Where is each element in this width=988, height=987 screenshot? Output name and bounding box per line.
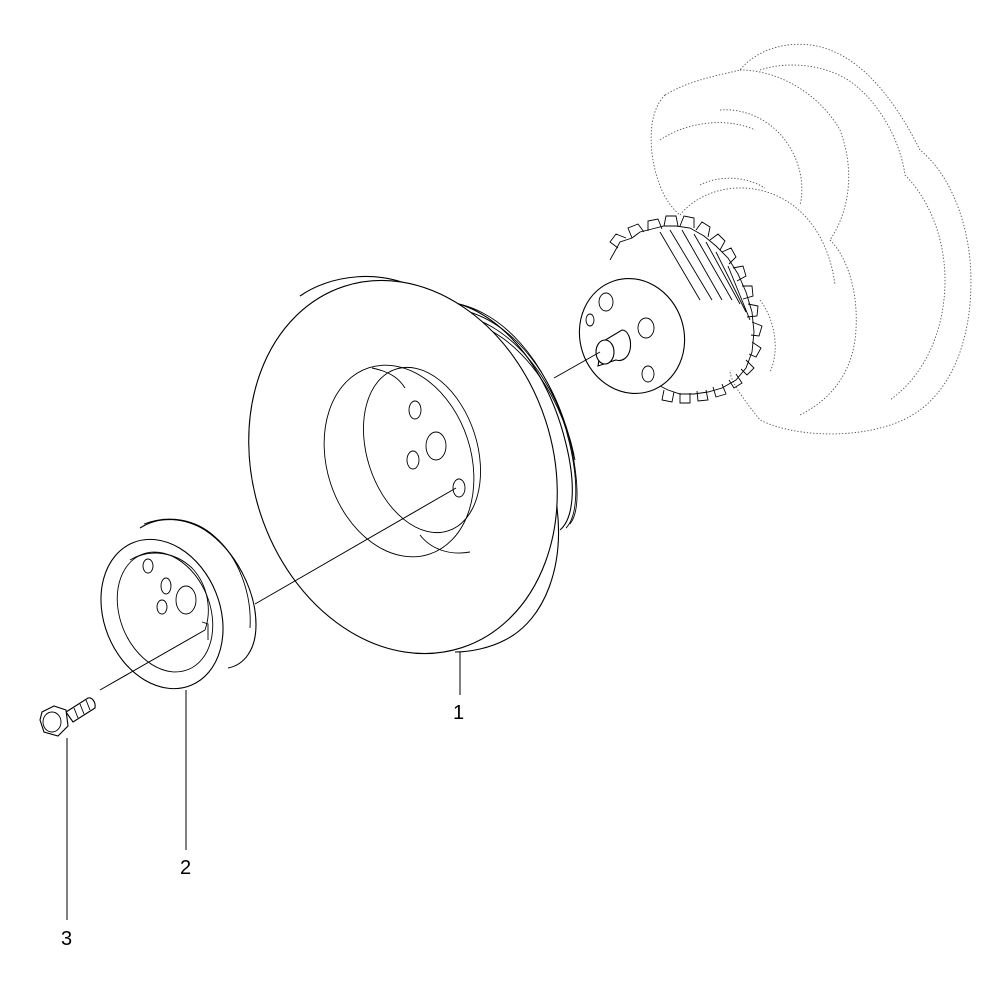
callout-leaders <box>66 652 461 920</box>
damper-pulley <box>248 275 578 655</box>
callout-1: 1 <box>453 702 465 724</box>
callout-2: 2 <box>180 857 192 879</box>
crankshaft-phantom <box>650 43 972 435</box>
callout-3: 3 <box>61 928 73 950</box>
crank-hub <box>100 518 257 690</box>
bolt <box>39 697 96 737</box>
crankshaft-gear <box>578 215 763 404</box>
assembly-axis <box>99 351 601 691</box>
